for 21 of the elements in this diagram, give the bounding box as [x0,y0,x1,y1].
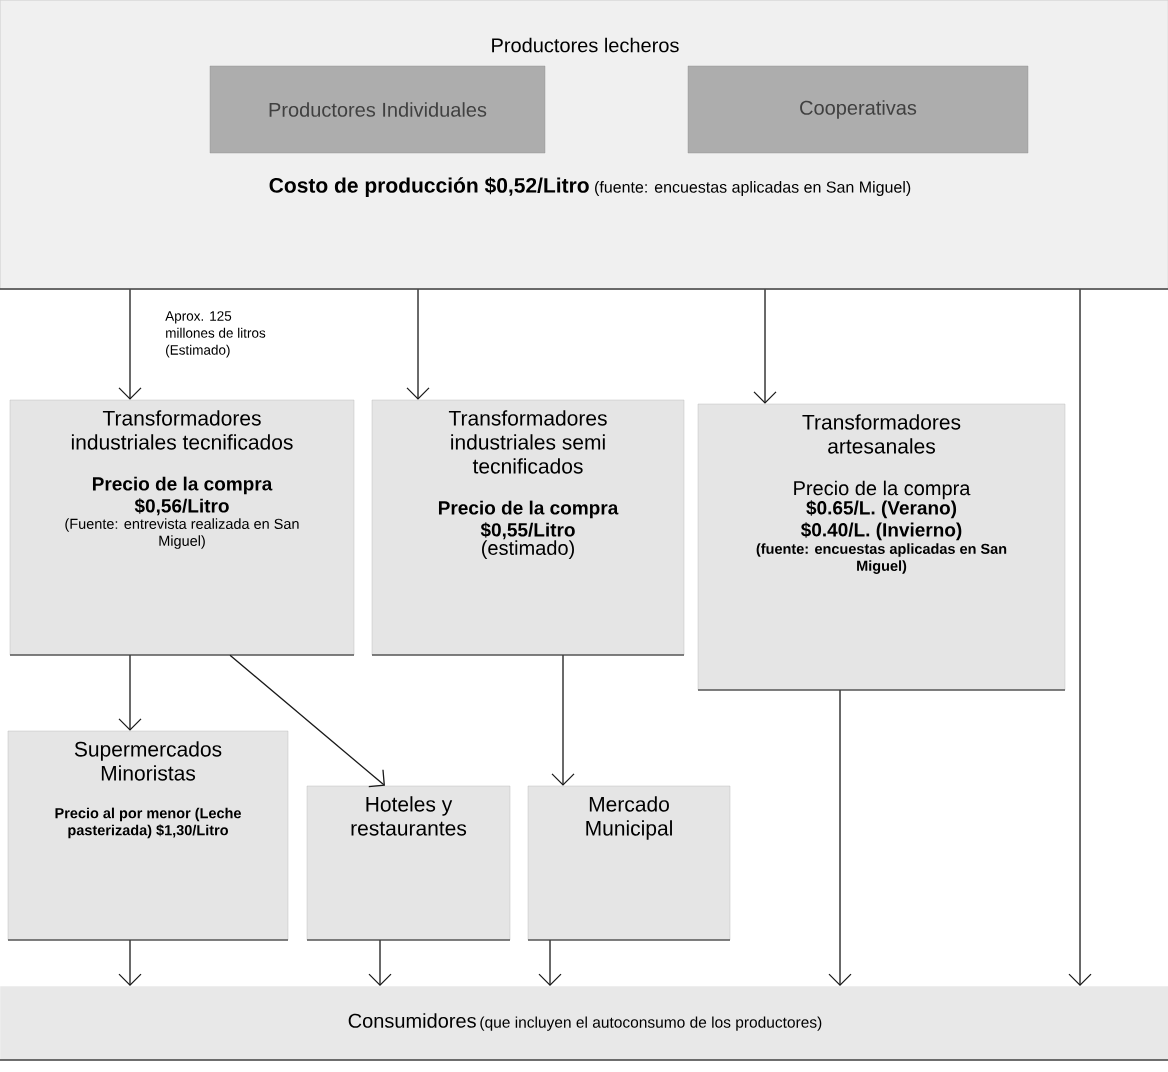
arrow [406,288,430,400]
actor-box: Hoteles y restaurantes [306,785,511,941]
arrow [538,939,562,986]
actor-box: Transformadores artesanales Precio de la compra $0.65/L. (Verano) $0.40/L. (Invierno) (fuente: encuestas aplicadas en San Miguel) [697,403,1066,691]
arrow [118,288,142,400]
category-box: Productores Individuales [209,65,546,154]
arrow [828,689,852,986]
category-box: Cooperativas [687,65,1029,154]
edge-label: Aprox. 125 millones de litros (Estimado) [164,310,279,359]
actor-box: Transformadores industriales semi tecnificados Precio de la compra $0,55/Litro (estimado) [371,399,685,656]
arrow [368,939,392,986]
arrow [118,939,142,986]
actor-box: Transformadores industriales tecnificados Precio de la compra $0,56/Litro (Fuente: entrevista realizada en San Miguel) [9,399,355,656]
consumer-band: Consumidores (que incluyen el autoconsumo de los productores) [0,986,1168,1061]
actor-box: Supermercados Minoristas Precio al por menor (Leche pasterizada) $1,30/Litro [7,730,289,941]
arrow [229,654,385,788]
actor-box: Mercado Municipal [527,785,731,941]
arrow [118,654,142,731]
arrow [551,654,575,786]
arrow [753,288,777,404]
arrow [1068,288,1092,986]
